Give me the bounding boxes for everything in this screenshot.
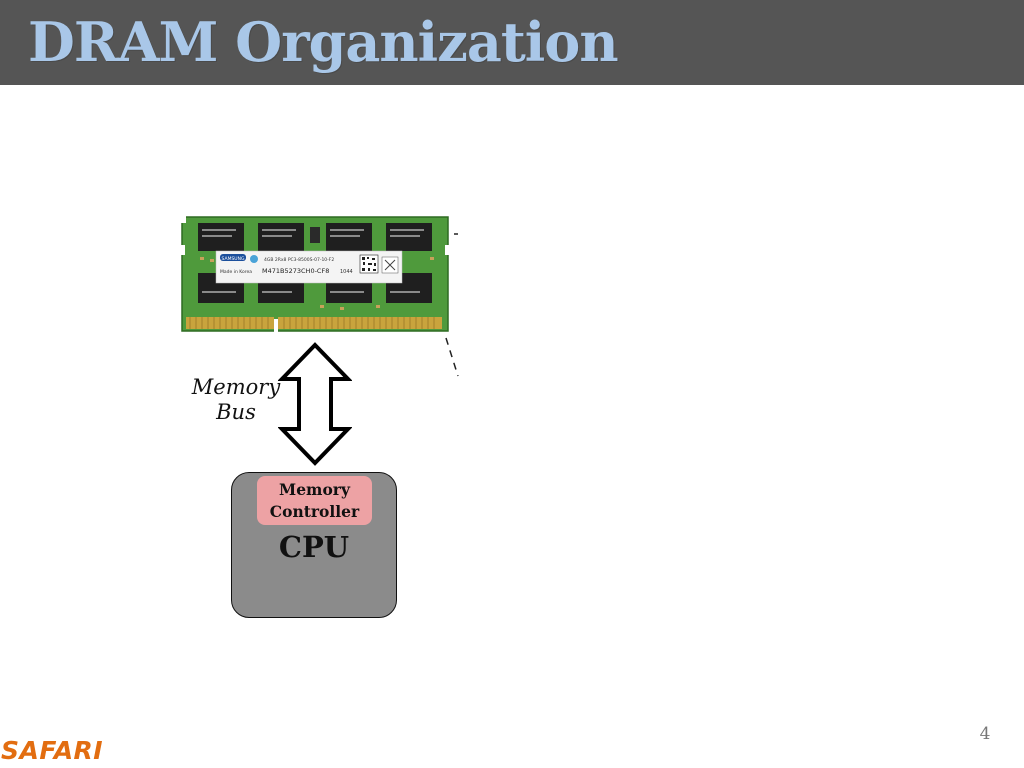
dimm-module-image: SAMSUNG 4GB 2Rx8 PC3-8500S-07-10-F2 Made…	[180, 213, 450, 335]
cpu-label: CPU	[278, 530, 350, 564]
safari-logo: SAFARI	[1, 736, 104, 765]
memory-bus-label: Memory Bus	[188, 375, 284, 425]
dimm-part-number: M471B5273CH0-CF8	[262, 267, 329, 275]
memory-bus-label-line1: Memory	[191, 375, 281, 399]
memory-controller-block: Memory Controller	[257, 476, 372, 525]
page-number: 4	[979, 724, 991, 744]
title-bar: DRAM Organization	[0, 0, 1024, 85]
memory-controller-label-line1: Memory	[279, 479, 350, 499]
slide-title: DRAM Organization	[28, 10, 619, 74]
memory-bus-arrow	[277, 342, 353, 466]
dimm-origin-text: Made in Korea	[220, 269, 252, 275]
memory-controller-label-line2: Controller	[269, 501, 360, 521]
dimm-brand-text: SAMSUNG	[222, 256, 245, 262]
dashed-leader-line	[440, 226, 470, 378]
dimm-spec-text: 4GB 2Rx8 PC3-8500S-07-10-F2	[264, 257, 334, 263]
memory-bus-label-line2: Bus	[216, 400, 256, 424]
dimm-lot-code: 1044	[340, 269, 353, 275]
